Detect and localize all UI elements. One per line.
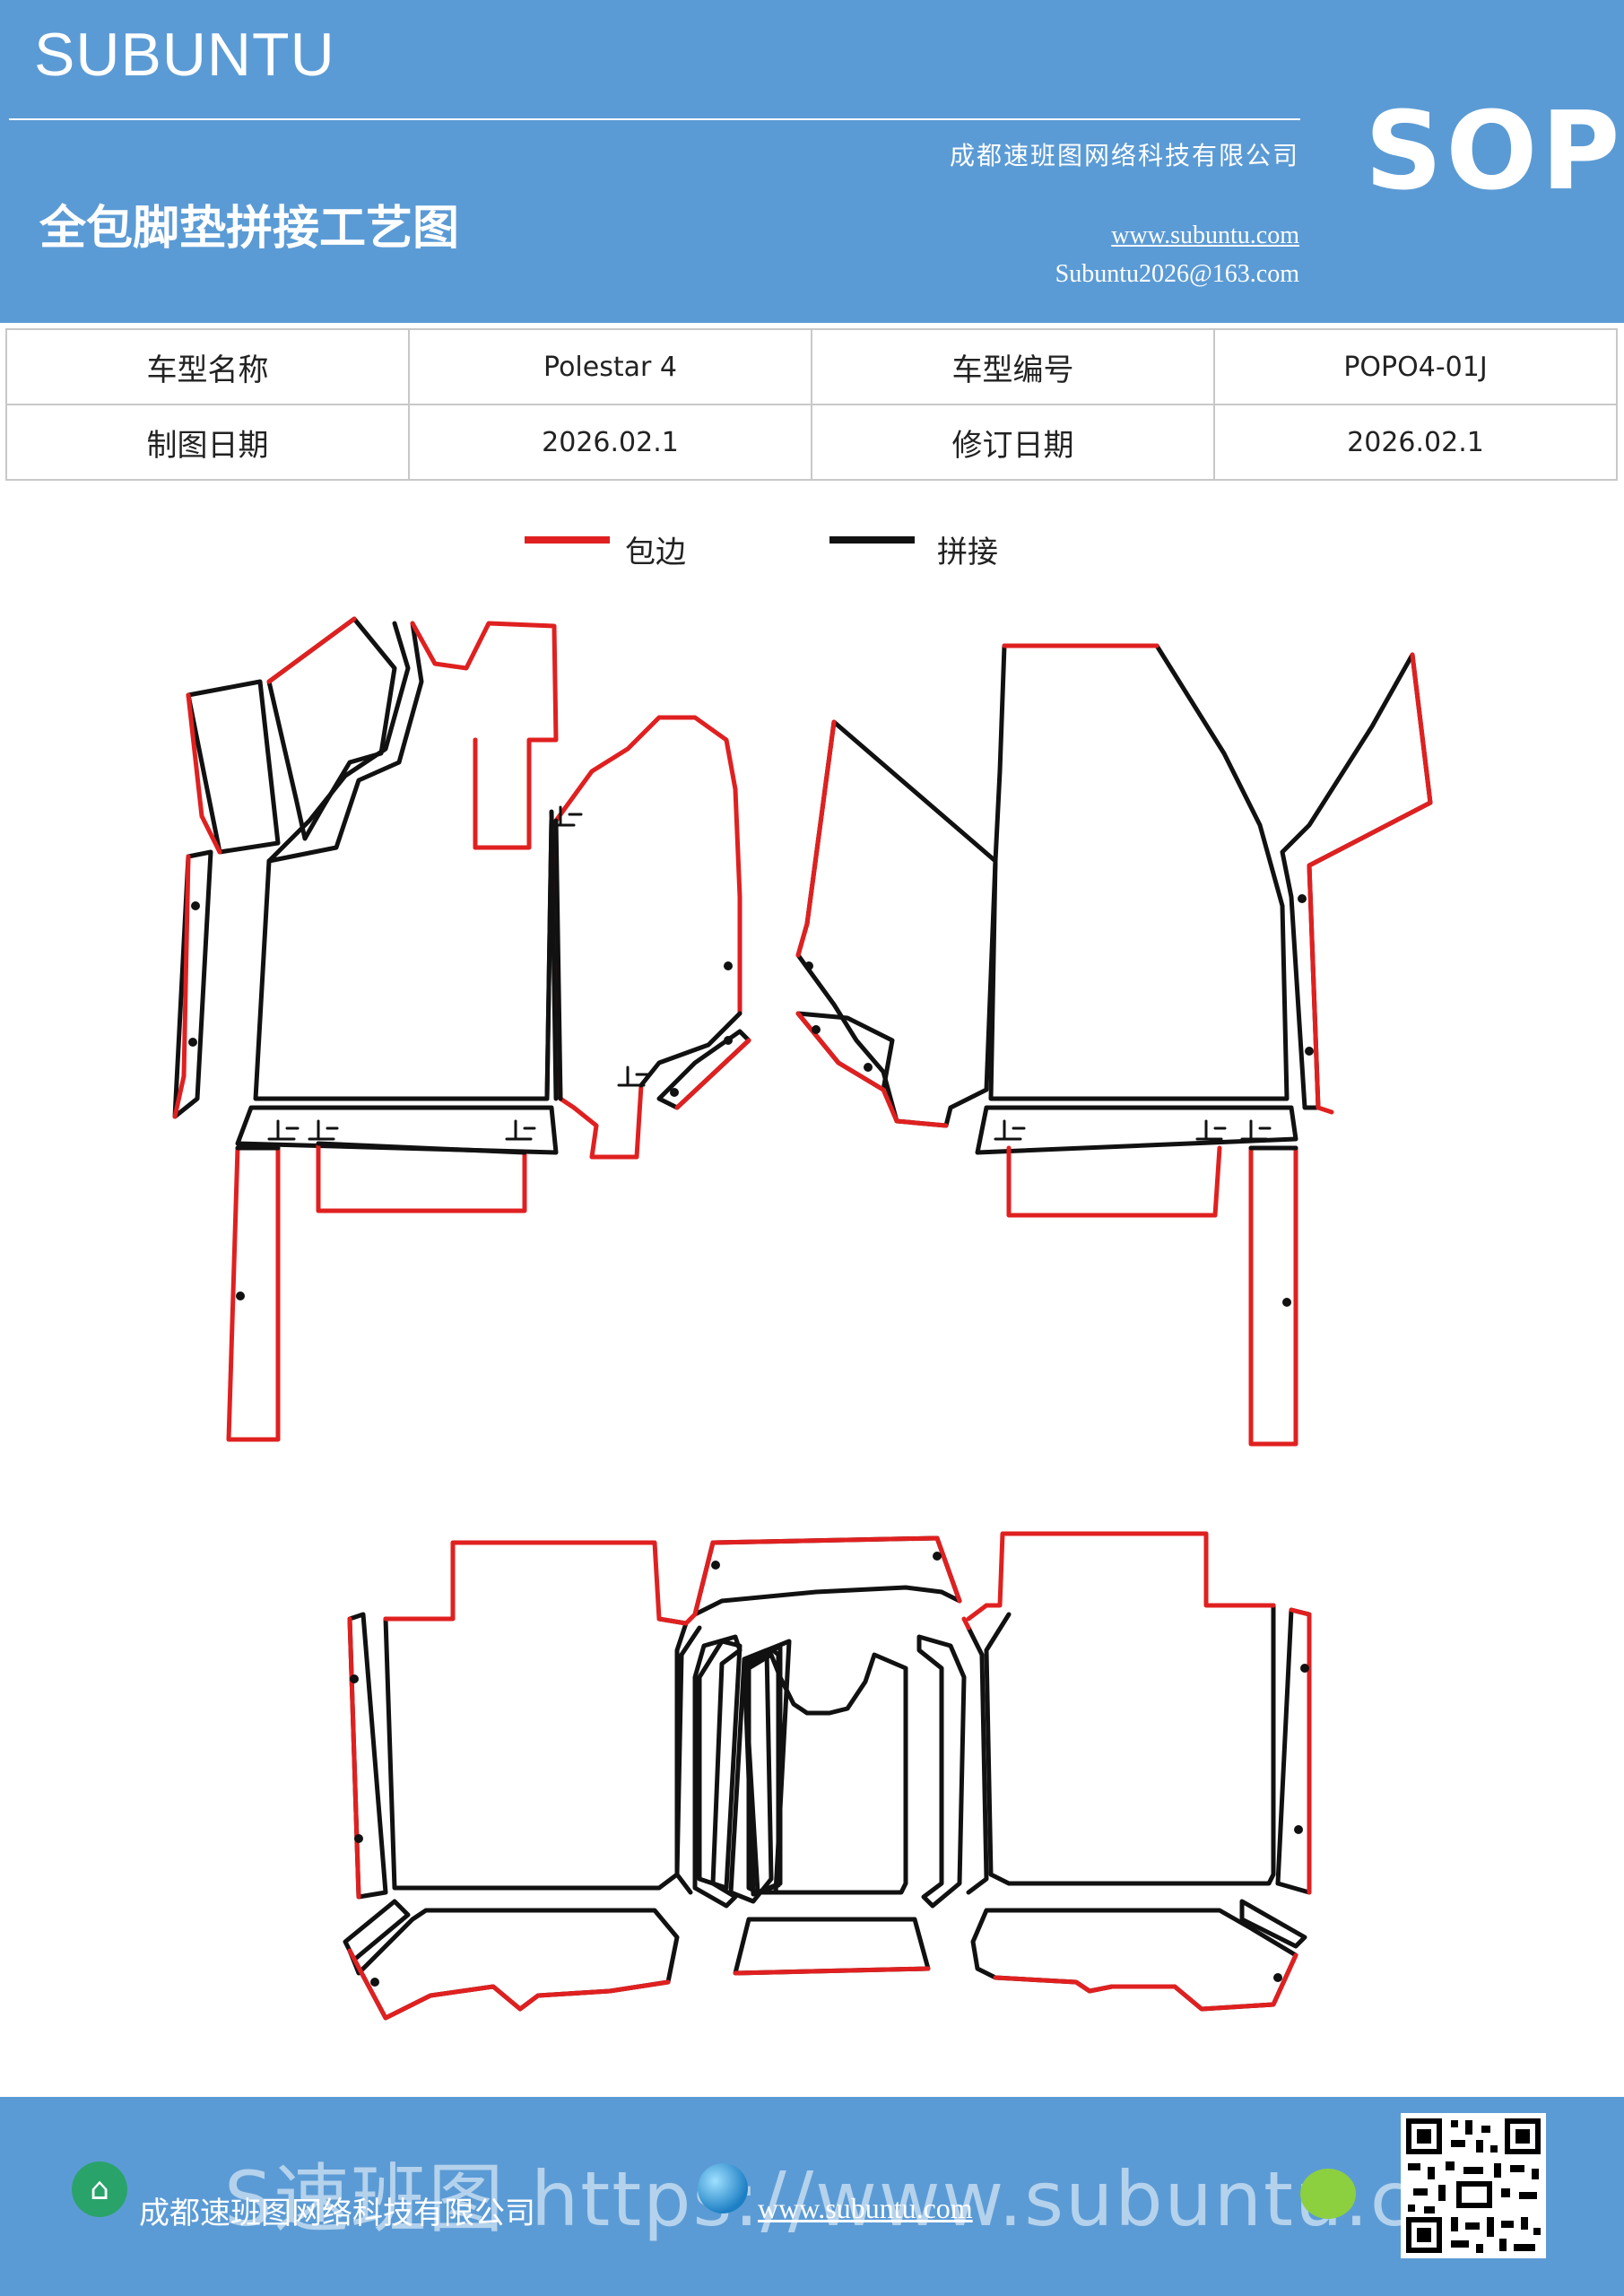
front-right-mat-group xyxy=(795,643,1433,1447)
header-banner xyxy=(0,0,1624,323)
globe-icon xyxy=(698,2163,748,2213)
footer-company: 成都速班图网络科技有限公司 xyxy=(139,2196,535,2231)
qr-code-pattern xyxy=(1406,2118,1541,2253)
draw-date-label: 制图日期 xyxy=(5,404,410,481)
qr-code xyxy=(1401,2113,1546,2258)
legend-join-label: 拼接 xyxy=(937,535,998,570)
header-divider xyxy=(9,118,1300,120)
model-name-label: 车型名称 xyxy=(5,328,410,405)
join-markers xyxy=(188,894,1314,1987)
sop-badge: SOP xyxy=(1365,90,1624,214)
rear-mat-group xyxy=(343,1531,1312,2021)
model-code-value: POPO4-01J xyxy=(1213,328,1618,405)
legend-edge-swatch xyxy=(525,536,610,544)
company-name: 成都速班图网络科技有限公司 xyxy=(949,141,1299,170)
wechat-icon xyxy=(1300,2169,1356,2219)
brand-name: SUBUNTU xyxy=(34,21,335,89)
email-address[interactable]: Subuntu2026@163.com xyxy=(1055,260,1299,288)
vehicle-info-table: 车型名称 Polestar 4 车型编号 POPO4-01J 制图日期 2026… xyxy=(5,328,1618,481)
legend-edge-label: 包边 xyxy=(625,535,686,570)
revise-date-label: 修订日期 xyxy=(811,404,1215,481)
building-icon: ⌂ xyxy=(72,2161,127,2217)
draw-date-value: 2026.02.1 xyxy=(408,404,812,481)
table-row: 车型名称 Polestar 4 车型编号 POPO4-01J xyxy=(5,328,1618,405)
legend-join-swatch xyxy=(829,536,915,544)
stop-markers xyxy=(267,805,1272,1141)
footer-website-link[interactable]: www.subuntu.com xyxy=(758,2192,973,2224)
model-code-label: 车型编号 xyxy=(811,328,1215,405)
front-left-mat-group xyxy=(172,616,751,1442)
revise-date-value: 2026.02.1 xyxy=(1213,404,1618,481)
table-row: 制图日期 2026.02.1 修订日期 2026.02.1 xyxy=(5,404,1618,481)
model-name-value: Polestar 4 xyxy=(408,328,812,405)
website-link[interactable]: www.subuntu.com xyxy=(1111,222,1299,249)
document-title: 全包脚垫拼接工艺图 xyxy=(39,201,460,256)
